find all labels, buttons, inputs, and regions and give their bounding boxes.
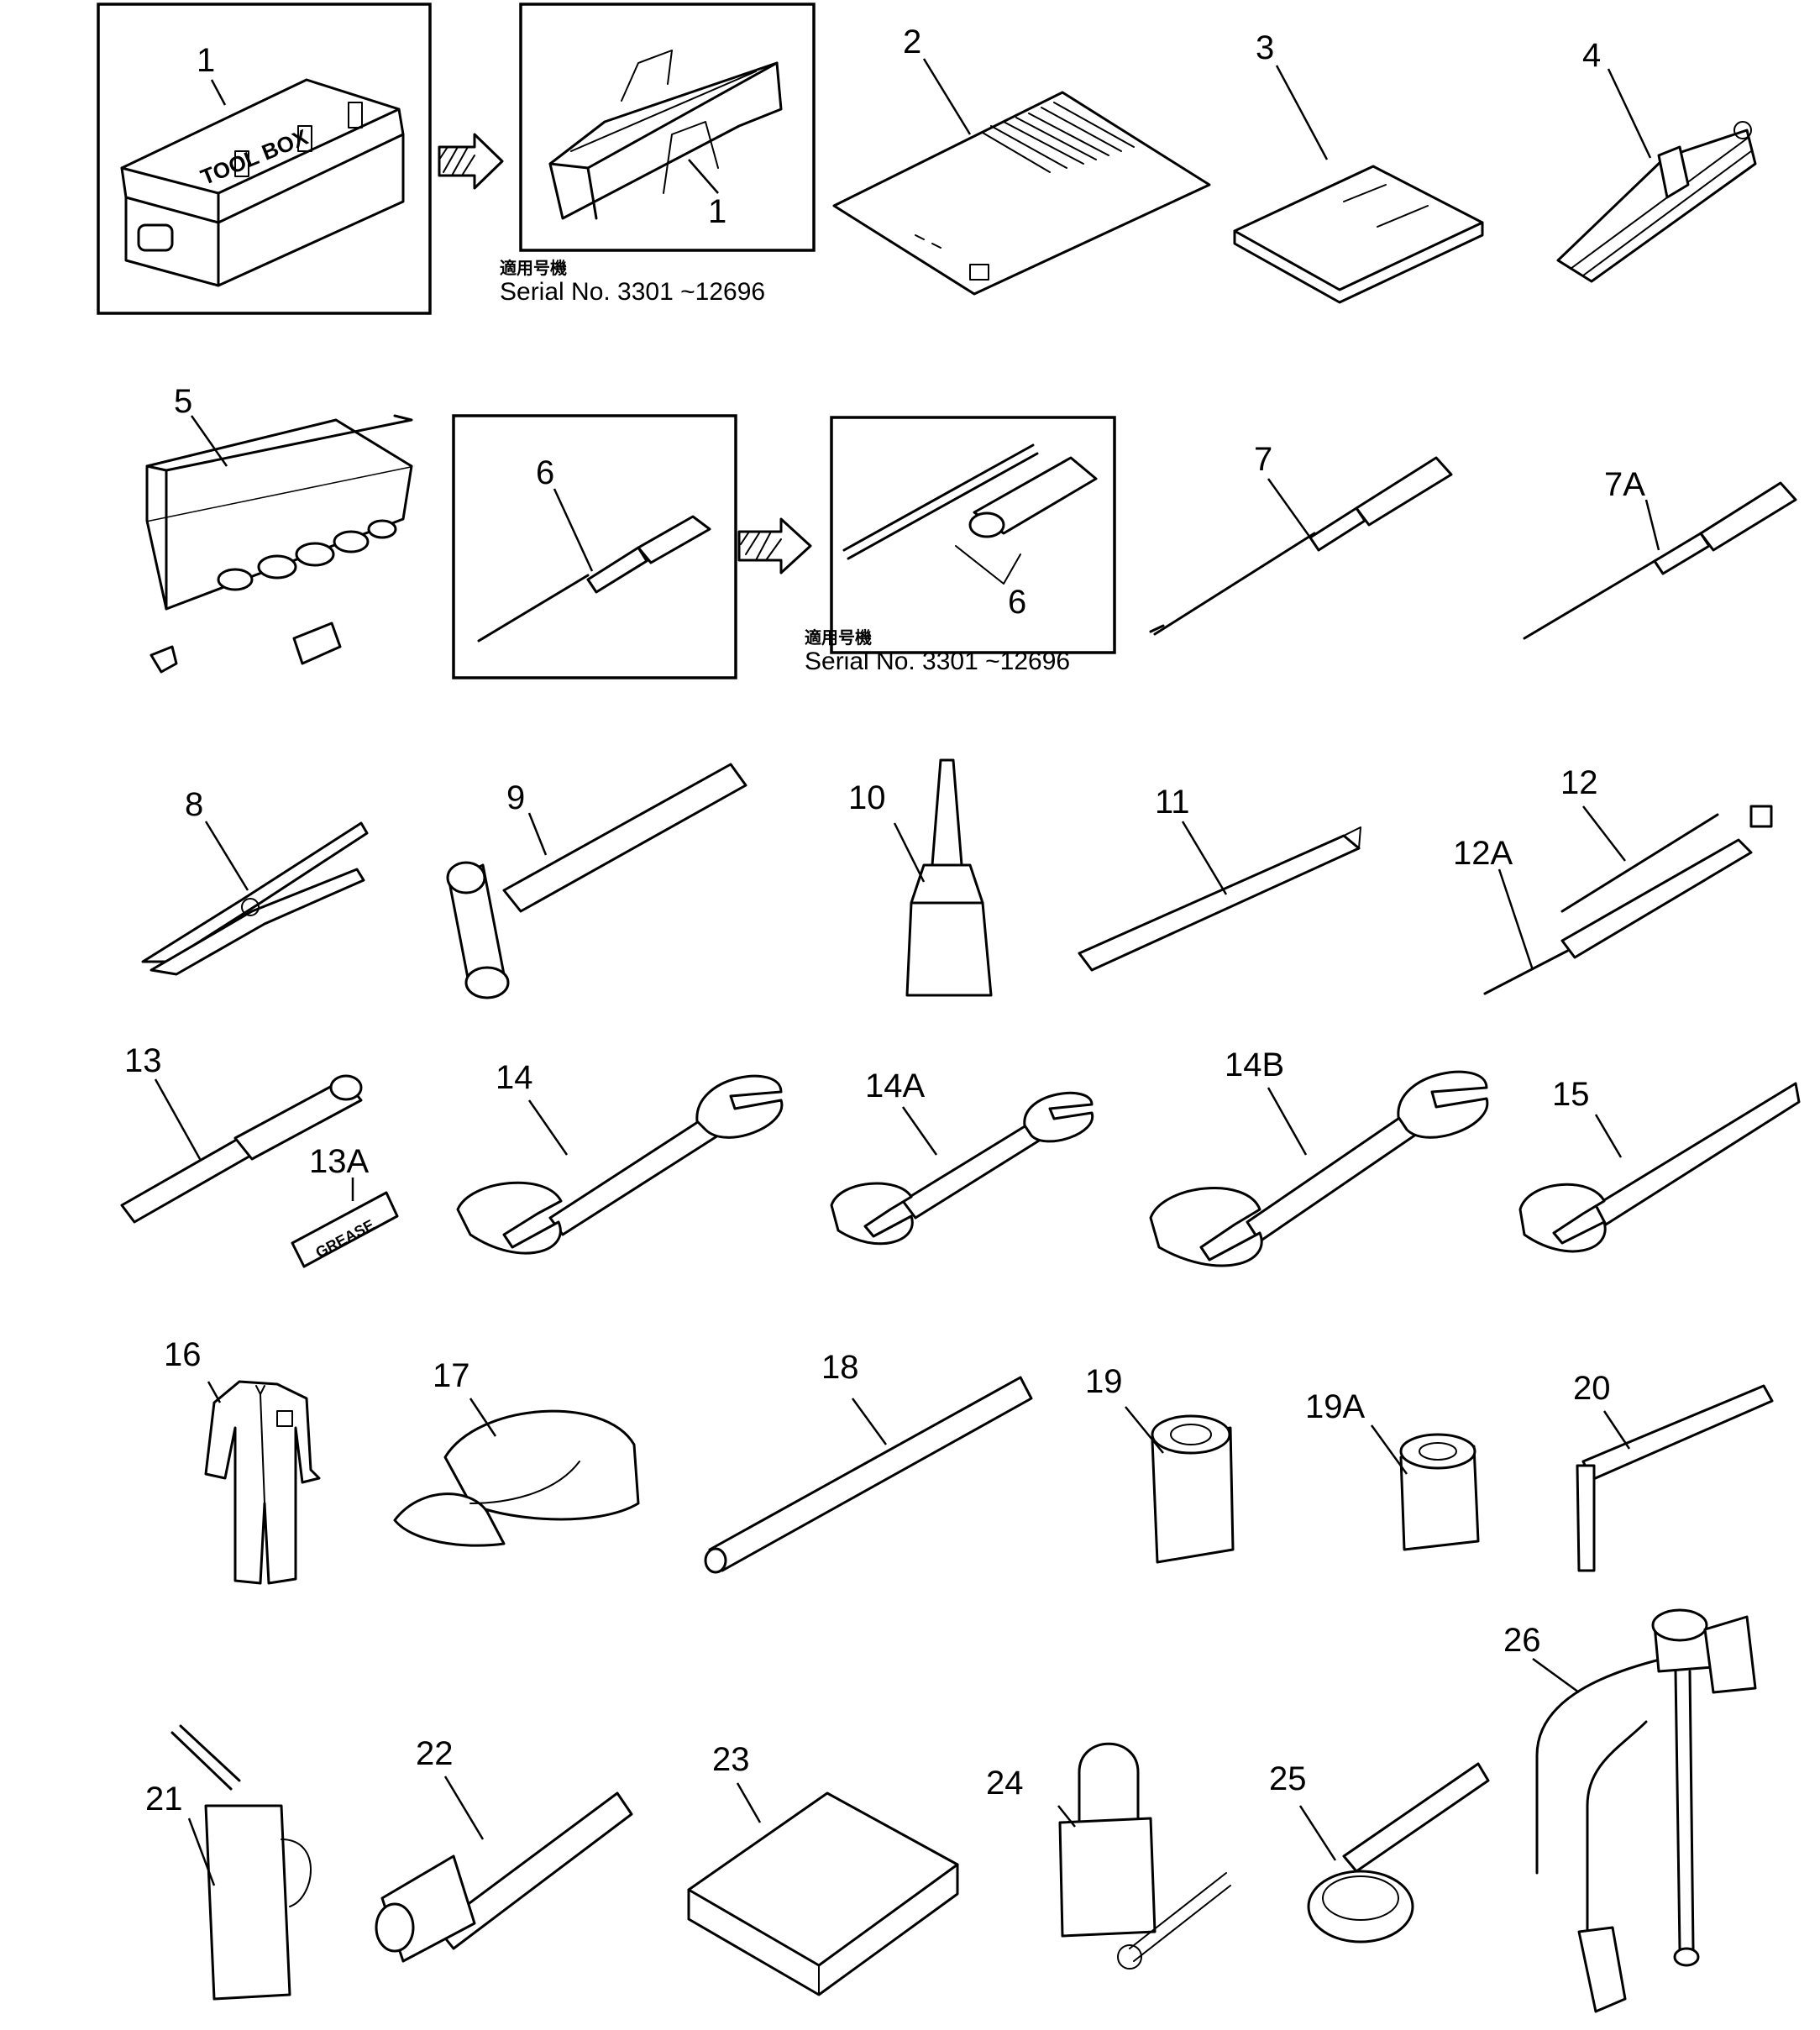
callout-17: 17: [433, 1357, 470, 1394]
grease-pump-icon: [120, 1074, 363, 1224]
metal-toolbox-icon: TOOL BOX: [120, 78, 405, 287]
leader-lines: [154, 58, 1660, 1886]
wrench-14b-icon: [1149, 1070, 1489, 1267]
callout-13a: 13A: [309, 1143, 370, 1180]
serial-note-text: Serial No. 3301 ~12696: [500, 278, 766, 306]
padlock-icon: [1058, 1742, 1231, 1970]
callout-12: 12: [1560, 764, 1598, 801]
grease-cartridge-icon: GREASE: [291, 1191, 399, 1268]
socket-19-icon: [1151, 1414, 1235, 1564]
fuse-kit-case-icon: [687, 1791, 959, 1996]
callout-3: 3: [1256, 29, 1275, 66]
screwdriver-phillips-icon: [1523, 481, 1797, 640]
callout-14b: 14B: [1225, 1046, 1285, 1083]
oil-can-icon: [170, 1724, 312, 2001]
callout-8: 8: [185, 786, 204, 823]
callout-14a: 14A: [865, 1067, 926, 1104]
callout-14: 14: [496, 1059, 533, 1096]
callout-25: 25: [1269, 1760, 1307, 1797]
screwdriver-flat-icon: [1149, 456, 1453, 636]
callout-24: 24: [986, 1765, 1024, 1802]
pliers-icon: [141, 821, 369, 976]
callout-19a: 19A: [1305, 1388, 1366, 1425]
callout-22: 22: [416, 1735, 454, 1772]
wrench-14a-icon: [830, 1091, 1094, 1246]
callout-10: 10: [848, 779, 886, 816]
exchangeable-screwdriver-icon: [842, 443, 1098, 585]
hammer-icon: [446, 763, 747, 999]
socket-19a-icon: [1399, 1433, 1480, 1551]
wrench-15-icon: [1518, 1082, 1801, 1253]
parts-book-icon: [1233, 165, 1484, 304]
wrench-set-icon: [1556, 121, 1757, 283]
callout-16: 16: [164, 1336, 202, 1373]
callout-4: 4: [1582, 37, 1602, 74]
tool-bag-icon: [548, 50, 783, 220]
wrench-14-icon: [456, 1074, 784, 1255]
callout-1: 1: [197, 42, 216, 79]
cap-icon: [393, 1409, 640, 1547]
callout-18: 18: [821, 1349, 859, 1386]
pry-bar-icon: [1078, 826, 1361, 972]
arrow-right-icon-2: [737, 517, 812, 574]
callout-19: 19: [1085, 1363, 1123, 1400]
serial-note-japanese-2: 適用号機: [805, 627, 872, 648]
callout-9: 9: [506, 779, 526, 816]
coveralls-icon: [204, 1380, 321, 1585]
callout-13: 13: [124, 1042, 162, 1079]
serial-note-screwdriver: 適用号機 Serial No. 3301 ~12696: [805, 628, 1070, 677]
extension-pipe-icon: [704, 1376, 1033, 1574]
screwdriver-frame: [452, 414, 737, 679]
callout-2: 2: [903, 24, 922, 60]
socket-bar-icon: [1576, 1384, 1774, 1572]
callout-20: 20: [1573, 1370, 1611, 1407]
screwdriver-set-frame: [830, 416, 1116, 654]
callout-1-bag: 1: [708, 193, 727, 230]
toolbag-frame: [519, 3, 816, 252]
callout-7a: 7A: [1604, 466, 1645, 503]
callout-21: 21: [145, 1781, 183, 1818]
oil-bottle-icon: [905, 758, 993, 997]
callout-26: 26: [1503, 1622, 1541, 1659]
serial-note-text-2: Serial No. 3301 ~12696: [805, 648, 1071, 675]
callout-5: 5: [174, 383, 193, 420]
grease-gun-icon: [1483, 805, 1773, 995]
serial-note-toolbag: 適用号機 Serial No. 3301 ~12696: [500, 259, 765, 307]
arrow-right-icon: [438, 133, 504, 190]
callout-6: 6: [536, 454, 555, 491]
toolbox-frame: [97, 3, 432, 315]
callout-6-set: 6: [1008, 584, 1027, 621]
filter-wrench-icon: [1307, 1762, 1490, 1943]
callout-7: 7: [1254, 441, 1273, 478]
callout-11: 11: [1155, 784, 1190, 821]
serial-note-japanese: 適用号機: [500, 258, 567, 278]
socket-set-case-icon: [145, 414, 413, 674]
grease-gun-hose-icon: [1535, 1608, 1757, 2013]
socket-extension-icon: [375, 1791, 633, 1963]
callout-12a: 12A: [1453, 835, 1513, 872]
callout-15: 15: [1552, 1076, 1590, 1113]
operation-manual-sheet-icon: [832, 91, 1211, 296]
callout-23: 23: [712, 1741, 750, 1778]
screwdriver-icon: [477, 515, 711, 643]
